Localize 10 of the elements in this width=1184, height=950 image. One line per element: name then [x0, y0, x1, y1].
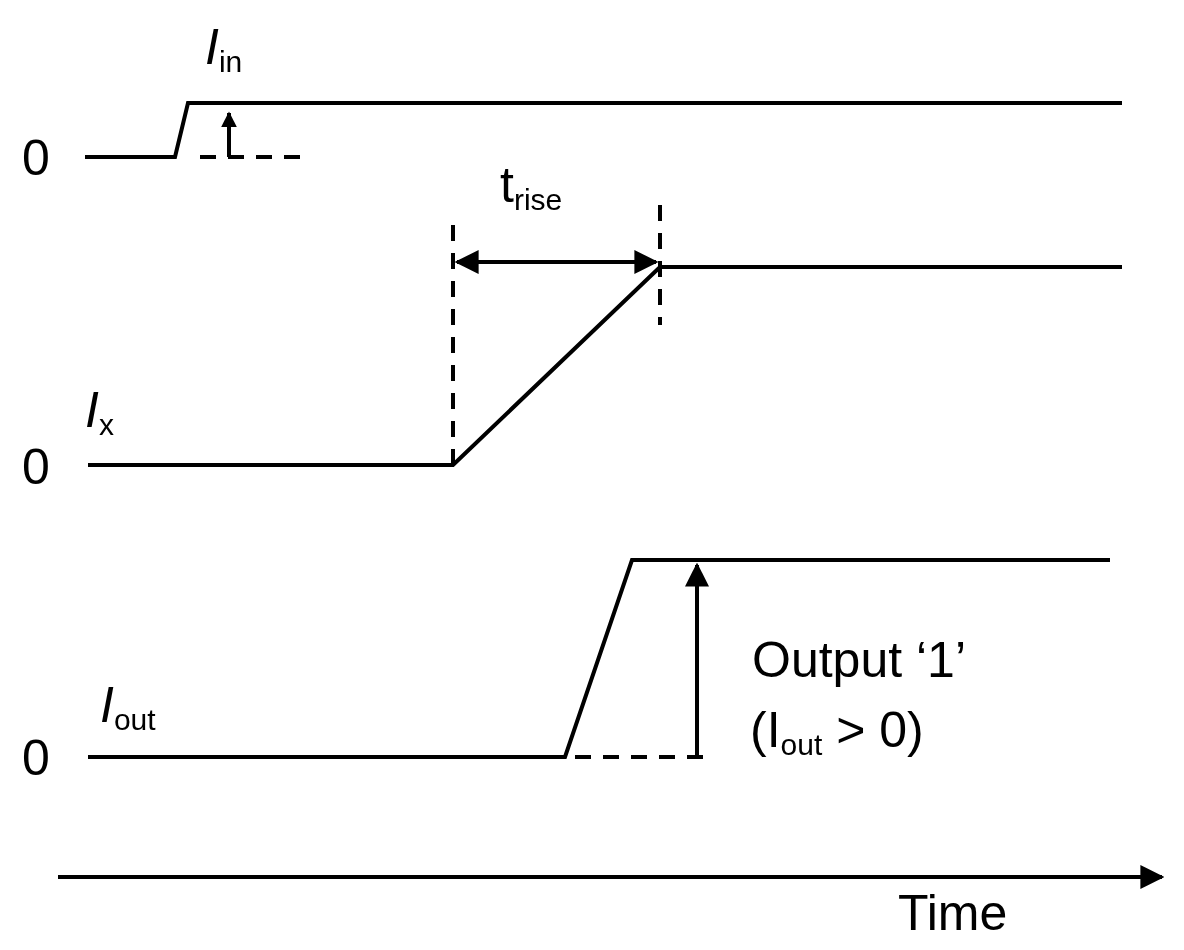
- zero-label: 0: [22, 442, 50, 492]
- rise-time-label: t$_{rise}$: [500, 160, 563, 215]
- zero-label: 0: [22, 733, 50, 783]
- signal-label: I$_{in}$: [205, 22, 243, 77]
- output-label: Output ‘1’: [752, 635, 966, 685]
- zero-label: 0: [22, 133, 50, 183]
- signal-label: I$_{out}$: [100, 680, 156, 735]
- axis-label: Time: [898, 888, 1008, 938]
- signal-label: I$_{x}$: [85, 385, 114, 440]
- output-condition-label: (I$_{out}$ > 0): [750, 705, 924, 760]
